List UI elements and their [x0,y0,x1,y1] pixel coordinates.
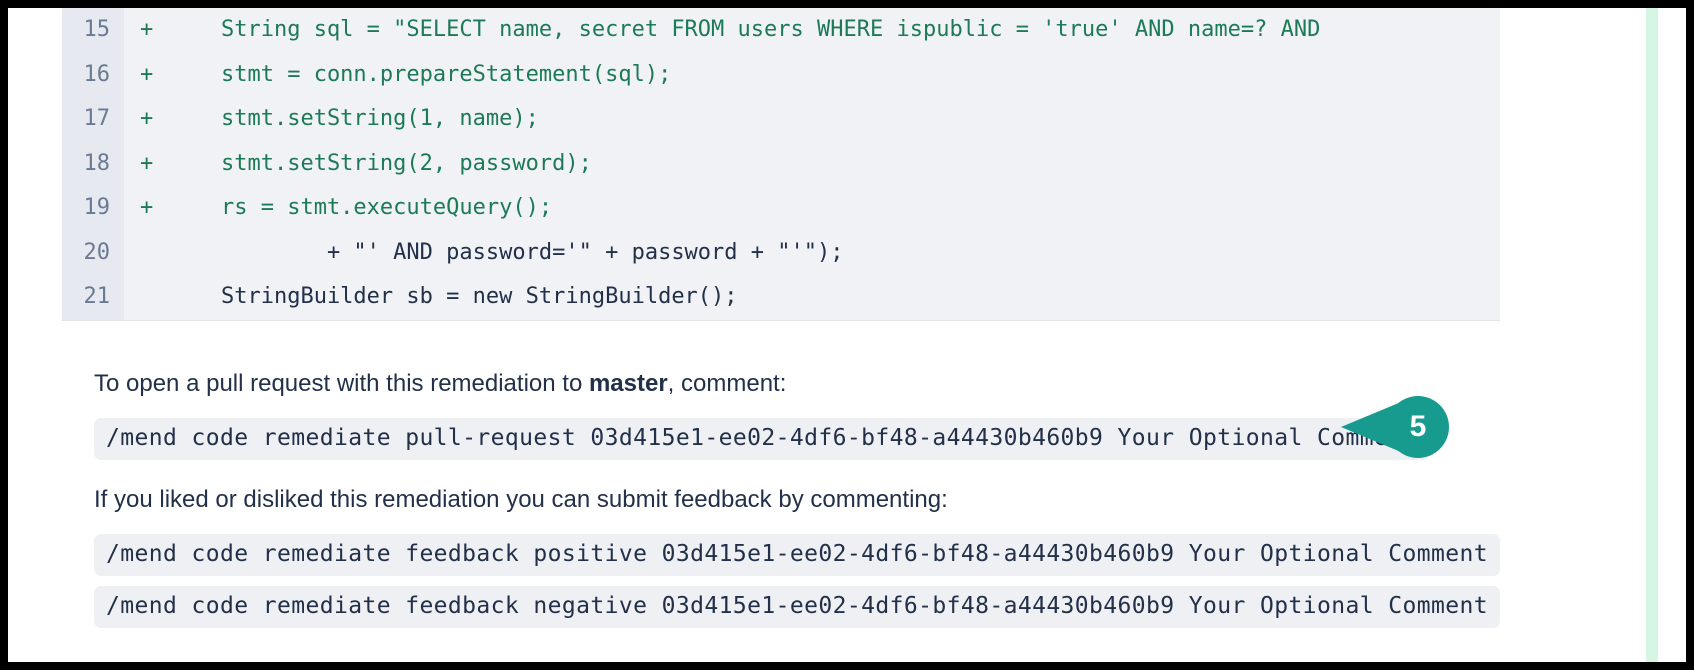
diff-code-text: String sql = "SELECT name, secret FROM u… [168,17,1321,42]
diff-marker: + [140,195,154,220]
diff-line: 18 + stmt.setString(2, password); [62,141,1500,186]
diff-marker [124,231,166,276]
page-content: 15 + String sql = "SELECT name, secret F… [8,8,1686,662]
diff-line: 16 + stmt = conn.prepareStatement(sql); [62,52,1500,97]
diff-code-text: rs = stmt.executeQuery(); [168,195,553,220]
step-number-badge: 5 [1341,396,1459,458]
diff-line: 15 + String sql = "SELECT name, secret F… [62,8,1500,53]
right-accent-rail [1646,8,1658,662]
feedback-positive-command-snippet[interactable]: /mend code remediate feedback positive 0… [94,534,1500,576]
line-number: 21 [62,275,124,320]
line-number: 19 [62,186,124,231]
pull-request-instruction: To open a pull request with this remedia… [62,370,1500,398]
pull-request-instruction-prefix: To open a pull request with this remedia… [94,370,589,397]
diff-code-text: stmt = conn.prepareStatement(sql); [168,61,672,87]
diff-marker: + [140,150,154,176]
diff-code-text: + "' AND password='" + password + "'"); [168,239,844,265]
diff-line: 20 + "' AND password='" + password + "'"… [62,230,1500,276]
line-number: 16 [62,52,124,97]
diff-code-text: stmt.setString(2, password); [168,150,592,176]
diff-code-block[interactable]: 15 + String sql = "SELECT name, secret F… [62,8,1500,321]
remediation-instructions: To open a pull request with this remedia… [62,340,1500,628]
diff-line: 17 + stmt.setString(1, name); [62,97,1500,142]
feedback-instruction: If you liked or disliked this remediatio… [94,486,948,513]
step-number-label: 5 [1409,410,1427,443]
right-rail-edge [1642,8,1646,662]
diff-marker: + [140,17,154,42]
pull-request-command-snippet[interactable]: /mend code remediate pull-request 03d415… [94,418,1429,460]
pull-request-branch-name: master [588,370,668,397]
line-number: 18 [62,141,124,186]
diff-marker: + [140,61,154,87]
diff-code-text: stmt.setString(1, name); [168,106,539,131]
feedback-negative-command-snippet[interactable]: /mend code remediate feedback negative 0… [94,586,1500,628]
line-number: 17 [62,97,124,142]
diff-marker [124,275,166,320]
diff-line: 19 + rs = stmt.executeQuery(); [62,186,1500,231]
badge-shape-icon [1341,396,1449,458]
diff-line: 21 StringBuilder sb = new StringBuilder(… [62,275,1500,320]
diff-code-text: StringBuilder sb = new StringBuilder(); [168,284,738,309]
pull-request-instruction-suffix: , comment: [667,370,787,397]
diff-marker: + [140,106,154,131]
line-number: 15 [62,8,124,53]
line-number: 20 [62,230,124,275]
